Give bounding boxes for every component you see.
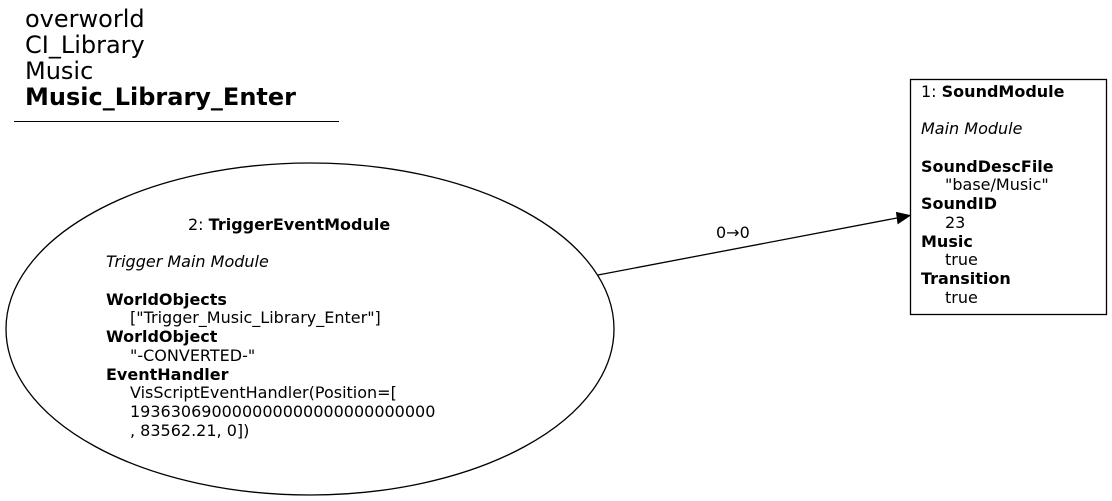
sound-node-header: 1: SoundModule [921,82,1065,102]
title-line-2: CI_Library [25,31,145,59]
prop-value-sounddescfile: "base/Music" [945,175,1049,195]
prop-key-music: Music [921,231,973,251]
trigger-node-index: 2: [188,215,209,234]
edge-label: 0→0 [716,223,750,242]
sound-node-shape[interactable] [909,78,1108,316]
sound-node-index: 1: [921,82,942,101]
prop-value-eventhandler-line-2: 193630690000000000000000000000 [130,402,436,421]
prop-value-worldobjects: ["Trigger_Music_Library_Enter"] [130,308,381,328]
trigger-node-shape[interactable] [5,162,615,496]
spacer [921,139,1065,158]
spacer [106,235,435,254]
graph-title: overworld CI_Library Music Music_Library… [25,6,296,110]
prop-value-music: true [945,250,978,270]
title-underline [14,121,339,122]
title-line-3: Music [25,57,94,85]
title-line-bold: Music_Library_Enter [25,83,296,111]
prop-value-transition: true [945,287,978,307]
prop-value-eventhandler-line-3: , 83562.21, 0]) [130,420,250,440]
prop-key-sounddescfile: SoundDescFile [921,156,1054,176]
sound-node: 1: SoundModule Main Module SoundDescFile… [921,82,1065,307]
spacer [921,102,1065,121]
edge-line [597,217,898,276]
trigger-node-subtitle: Trigger Main Module [106,252,269,272]
trigger-node-name: TriggerEventModule [208,215,391,234]
sound-node-subtitle: Main Module [921,119,1023,139]
prop-key-worldobject: WorldObject [106,327,218,347]
edge-arrowhead [895,211,912,225]
prop-key-soundid: SoundID [921,194,997,214]
sound-node-name: SoundModule [941,82,1065,101]
trigger-node: 2: TriggerEventModule Trigger Main Modul… [106,215,436,440]
spacer [106,272,435,291]
prop-value-eventhandler-line-1: VisScriptEventHandler(Position=[ [130,383,397,403]
prop-value-worldobject: "-CONVERTED-" [130,345,256,365]
prop-key-worldobjects: WorldObjects [106,289,227,309]
prop-key-transition: Transition [921,269,1011,288]
trigger-node-header: 2: TriggerEventModule [106,215,435,235]
prop-key-eventhandler: EventHandler [106,364,229,384]
prop-value-soundid: 23 [945,212,966,232]
title-line-1: overworld [25,5,145,33]
